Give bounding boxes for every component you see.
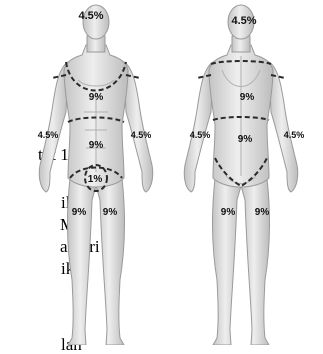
back-leg-right [241,178,269,345]
back-head-percent: 4.5% [231,15,256,27]
back-arm-right-percent: 4.5% [284,130,305,140]
front-arm-left-percent: 4.5% [131,130,152,140]
back-arm-left [184,62,213,192]
back-leg-right-percent: 9% [255,207,270,218]
back-leg-left [213,178,241,345]
front-arm-right-percent: 4.5% [38,130,59,140]
front-arm-left [124,62,153,192]
back-figure: 4.5% 9% 9% 4.5% 4.5% 9% 9% [184,5,304,345]
back-lower-percent: 9% [238,134,253,145]
front-figure: 4.5% 9% 9% 4.5% 4.5% 1% 9% 9% [38,5,153,345]
front-leg-left [96,178,124,345]
front-arm-right [39,62,68,192]
front-leg-right [68,178,96,345]
front-leg-left-percent: 9% [103,207,118,218]
back-arm-left-percent: 4.5% [190,130,211,140]
front-abdomen-percent: 9% [89,140,104,151]
back-upper-percent: 9% [240,92,255,103]
front-leg-right-percent: 9% [72,207,87,218]
back-leg-left-percent: 9% [221,207,236,218]
front-chest-percent: 9% [89,92,104,103]
rule-of-nines-diagram: 4.5% 9% 9% 4.5% 4.5% 1% 9% 9% 4.5% 9% [0,0,323,345]
front-groin-percent: 1% [88,174,103,185]
front-head-percent: 4.5% [78,10,103,22]
back-arm-right [269,62,298,192]
